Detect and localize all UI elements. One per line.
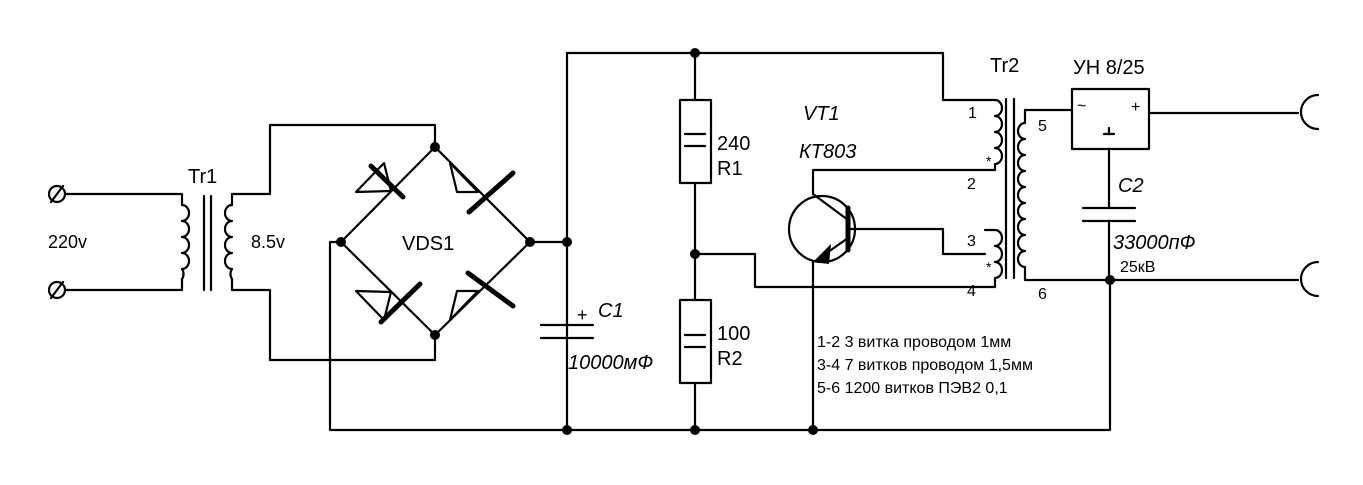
- c1-polarity-mark: +: [577, 305, 588, 325]
- vt1-collector-lead: [811, 192, 850, 222]
- vt1-type: КТ803: [799, 141, 856, 163]
- mains-input: 220v: [47, 184, 184, 300]
- transformer-tr2: Tr2 1 2 3 4 5 6 * *: [967, 55, 1112, 303]
- diode-d4: [448, 270, 516, 322]
- c2-label: C2: [1118, 175, 1144, 197]
- c1-label: C1: [598, 300, 624, 322]
- tr2-label: Tr2: [990, 55, 1019, 77]
- output-terminal-bottom: [1299, 260, 1320, 298]
- base-bias-wire: [693, 252, 987, 289]
- r2-value: 100: [717, 323, 750, 345]
- multiplier-label: УН 8/25: [1073, 57, 1145, 79]
- multiplier-plus-mark: +: [1131, 99, 1140, 116]
- tr2-start-mark-2: *: [986, 259, 992, 275]
- r2-label: R2: [717, 348, 743, 370]
- tr1-secondary-winding: [223, 203, 234, 281]
- r1-value: 240: [717, 133, 750, 155]
- tr2-start-mark-1: *: [986, 153, 992, 169]
- tr1-primary-winding: [180, 203, 191, 281]
- winding-note-2: 3-4 7 витков проводом 1,5мм: [817, 357, 1033, 374]
- tr2-pin-4: 4: [967, 283, 976, 300]
- capacitor-c1: + C1 10000мФ: [539, 300, 653, 374]
- c2-value: 33000пФ: [1113, 232, 1196, 254]
- output-terminal-top: [1299, 93, 1320, 131]
- tr2-pin-5: 5: [1038, 118, 1047, 135]
- mains-voltage-label: 220v: [48, 232, 87, 252]
- output-voltage-label: 25кВ: [1120, 259, 1155, 276]
- diode-bridge-vds1: VDS1: [339, 145, 532, 337]
- transistor-vt1: VT1 КТ803: [787, 103, 987, 432]
- diode-d2: [448, 161, 516, 215]
- transformer-tr1: Tr1 8.5v: [180, 123, 437, 362]
- winding-note-1: 1-2 3 витка проводом 1мм: [817, 334, 1011, 351]
- multiplier-box: [1070, 87, 1151, 151]
- top-rail: [565, 51, 987, 432]
- vt1-body: [787, 194, 857, 264]
- capacitor-c2: C2 33000пФ 25кВ: [1081, 175, 1196, 282]
- c1-value: 10000мФ: [568, 352, 653, 374]
- bridge-label: VDS1: [402, 233, 454, 255]
- vt1-emitter-arrow: [813, 244, 831, 264]
- winding-note-3: 5-6 1200 витков ПЭВ2 0,1: [817, 380, 1008, 397]
- tr2-winding-3-4: [983, 228, 1004, 289]
- main-wiring: [328, 51, 1112, 432]
- resistor-r2: 100 R2: [678, 298, 750, 432]
- junction-dots: [336, 48, 1115, 435]
- tr2-pin-6: 6: [1038, 286, 1047, 303]
- tr2-pin-2: 2: [967, 176, 976, 193]
- r1-label: R1: [717, 158, 743, 180]
- negative-rail: [328, 240, 1112, 432]
- tr2-winding-5-6: [1016, 108, 1112, 282]
- tr2-pin-1: 1: [968, 105, 977, 122]
- resistor-r1: 240 R1: [678, 51, 750, 302]
- diode-d3: [354, 281, 423, 325]
- tr1-label: Tr1: [188, 166, 217, 188]
- winding-notes: 1-2 3 витка проводом 1мм 3-4 7 витков пр…: [817, 334, 1033, 397]
- tr1-secondary-voltage-label: 8.5v: [251, 232, 285, 252]
- tr2-winding-1-2: [983, 98, 1004, 172]
- tr2-pin-3: 3: [967, 233, 976, 250]
- voltage-multiplier: УН 8/25 ~ +: [1070, 57, 1320, 298]
- diode-d1: [354, 161, 406, 200]
- vt1-label: VT1: [803, 103, 840, 125]
- multiplier-ac-mark: ~: [1077, 98, 1086, 115]
